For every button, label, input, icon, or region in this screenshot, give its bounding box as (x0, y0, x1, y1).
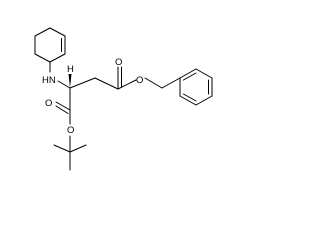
cyclohexene-ring (34, 27, 66, 63)
ring1-bond (49, 27, 66, 37)
lower-carbonyl-double-bond (55, 101, 71, 111)
stereo-h-label: H (67, 64, 74, 75)
nh-label: HN (42, 75, 56, 86)
ring1-bond (34, 27, 51, 37)
stereocenter-to-ch2-bond (69, 77, 96, 89)
ester-o-label: O (136, 75, 143, 86)
lower-carbonyl-o-label: O (45, 98, 52, 109)
tbu-o-label: O (67, 125, 74, 136)
upper-carbonyl-o-label: O (115, 57, 122, 68)
stereo-wedge-bond (68, 74, 72, 88)
nh-to-stereocenter-bond (57, 80, 71, 89)
ester-o-to-benzyl-ch2-bond (144, 77, 163, 89)
carbonyl-to-ester-o-bond (117, 79, 137, 90)
ch2-to-carbonyl-bond (94, 77, 119, 90)
tbu-methyl-bond (69, 144, 87, 153)
ring2-bond (179, 95, 197, 106)
ring2-bond (195, 68, 213, 79)
ring2-inner-double (183, 93, 197, 102)
chemical-structure-diagram: HN H O O O O (34, 27, 213, 171)
phenyl-ring (179, 68, 213, 106)
lower-carbonyl-double-bond-inner (55, 105, 69, 114)
benzyl-ch2-to-phenyl-bond (161, 77, 181, 89)
ring2-bond (195, 95, 213, 106)
ring1-bond (49, 53, 66, 63)
ring2-bond (179, 68, 197, 79)
ring2-inner-double (183, 72, 197, 81)
ring1-bond (34, 53, 51, 63)
tbu-methyl-bond (53, 144, 71, 153)
